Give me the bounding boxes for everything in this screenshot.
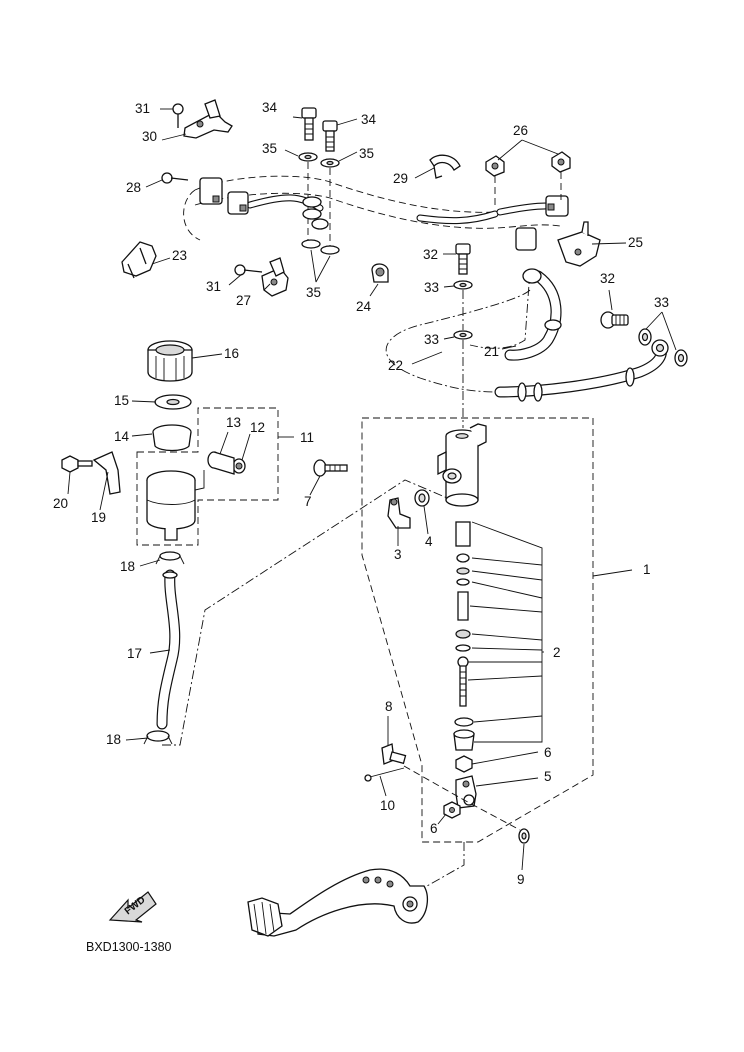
cotter-pin: [364, 767, 405, 782]
elbow-joint: [387, 497, 411, 529]
callout-31-top: 31: [135, 101, 150, 116]
callout-12: 12: [250, 420, 265, 435]
callout-labels: 1 2 3 4 5 6 6 7 8 9 10 11 12 13 14 15 16…: [53, 100, 669, 887]
callout-22: 22: [388, 358, 403, 373]
bolt-34-right: [322, 120, 338, 152]
callout-35-right: 35: [359, 146, 374, 161]
washer-35-c: [301, 239, 321, 249]
clip-23: [121, 241, 157, 279]
nut-26-right: [551, 151, 571, 173]
callout-18-upper: 18: [120, 559, 135, 574]
callout-8: 8: [385, 699, 393, 714]
callout-32-right: 32: [600, 271, 615, 286]
callout-27: 27: [236, 293, 251, 308]
callout-34-left: 34: [262, 100, 278, 115]
callout-18-lower: 18: [106, 732, 121, 747]
bracket-25: [515, 221, 601, 267]
washer-35-d: [320, 245, 340, 255]
screw-31-low: [234, 264, 263, 276]
callout-1: 1: [643, 562, 651, 577]
hose-clamp-lower: [143, 730, 173, 745]
bolt-34-left: [301, 107, 317, 141]
callout-6-lower: 6: [430, 821, 438, 836]
piston-kit: [453, 521, 543, 751]
callout-23: 23: [172, 248, 187, 263]
o-ring-4: [414, 489, 430, 507]
line-clamp-left: [199, 177, 249, 215]
callout-28: 28: [126, 180, 141, 195]
brake-pedal: [247, 868, 429, 937]
clip-29: [429, 154, 461, 179]
reservoir-tank: [146, 470, 205, 541]
callout-21: 21: [484, 344, 499, 359]
callout-25: 25: [628, 235, 643, 250]
nut-26-left: [485, 155, 505, 177]
screw-31-top: [172, 103, 184, 128]
callout-34-right: 34: [361, 112, 377, 127]
fwd-arrow-icon: FWD: [108, 891, 157, 923]
callout-5: 5: [544, 769, 552, 784]
callout-7: 7: [304, 494, 312, 509]
brake-line-assembly: [121, 99, 601, 340]
pin-8: [381, 743, 407, 765]
callout-15: 15: [114, 393, 129, 408]
callout-6-upper: 6: [544, 745, 552, 760]
callout-26: 26: [513, 123, 528, 138]
reservoir-bracket: [92, 451, 121, 495]
callout-10: 10: [380, 798, 395, 813]
bolt-32-mid: [455, 243, 471, 275]
callout-11: 11: [300, 430, 314, 445]
bolt-20: [61, 455, 93, 473]
reservoir-assembly: [61, 340, 453, 746]
leader-lines: [67, 108, 677, 871]
callout-24: 24: [356, 299, 372, 314]
callout-17: 17: [127, 646, 142, 661]
brake-hoses: [385, 268, 669, 402]
master-cylinder-body: [437, 423, 487, 507]
callout-3: 3: [394, 547, 402, 562]
hose-clamp-upper: [155, 551, 185, 565]
bolt-32-right: [600, 311, 629, 329]
diaphragm-plate: [154, 394, 192, 410]
callout-33-a: 33: [424, 280, 439, 295]
clamp-24: [371, 263, 389, 283]
callout-19: 19: [91, 510, 106, 525]
nut-6-lower: [443, 801, 461, 819]
callout-16: 16: [224, 346, 239, 361]
bracket-27: [261, 257, 289, 297]
callout-30: 30: [142, 129, 157, 144]
screw-28: [161, 172, 189, 184]
callout-32-mid: 32: [423, 247, 438, 262]
reservoir-cap: [147, 340, 193, 382]
screw-7: [313, 459, 348, 477]
line-clamp-right: [545, 195, 569, 217]
callout-4: 4: [425, 534, 433, 549]
callout-14: 14: [114, 429, 130, 444]
nut-6-upper: [455, 755, 473, 773]
union-fitting-top: [302, 196, 329, 230]
callout-2: 2: [553, 645, 561, 660]
callout-20: 20: [53, 496, 68, 511]
reservoir-fitting: [207, 451, 246, 475]
clevis: [455, 775, 477, 809]
callout-33-right: 33: [654, 295, 669, 310]
callout-31-low: 31: [206, 279, 221, 294]
master-cylinder-assembly: [313, 340, 594, 891]
callout-35-low: 35: [306, 285, 321, 300]
callout-13: 13: [226, 415, 241, 430]
diagram-code: BXD1300-1380: [86, 940, 172, 954]
callout-9: 9: [517, 872, 525, 887]
callout-35-left: 35: [262, 141, 277, 156]
diaphragm: [152, 424, 192, 452]
callout-33-b: 33: [424, 332, 439, 347]
callout-29: 29: [393, 171, 408, 186]
line-guide-bracket: [183, 99, 233, 139]
